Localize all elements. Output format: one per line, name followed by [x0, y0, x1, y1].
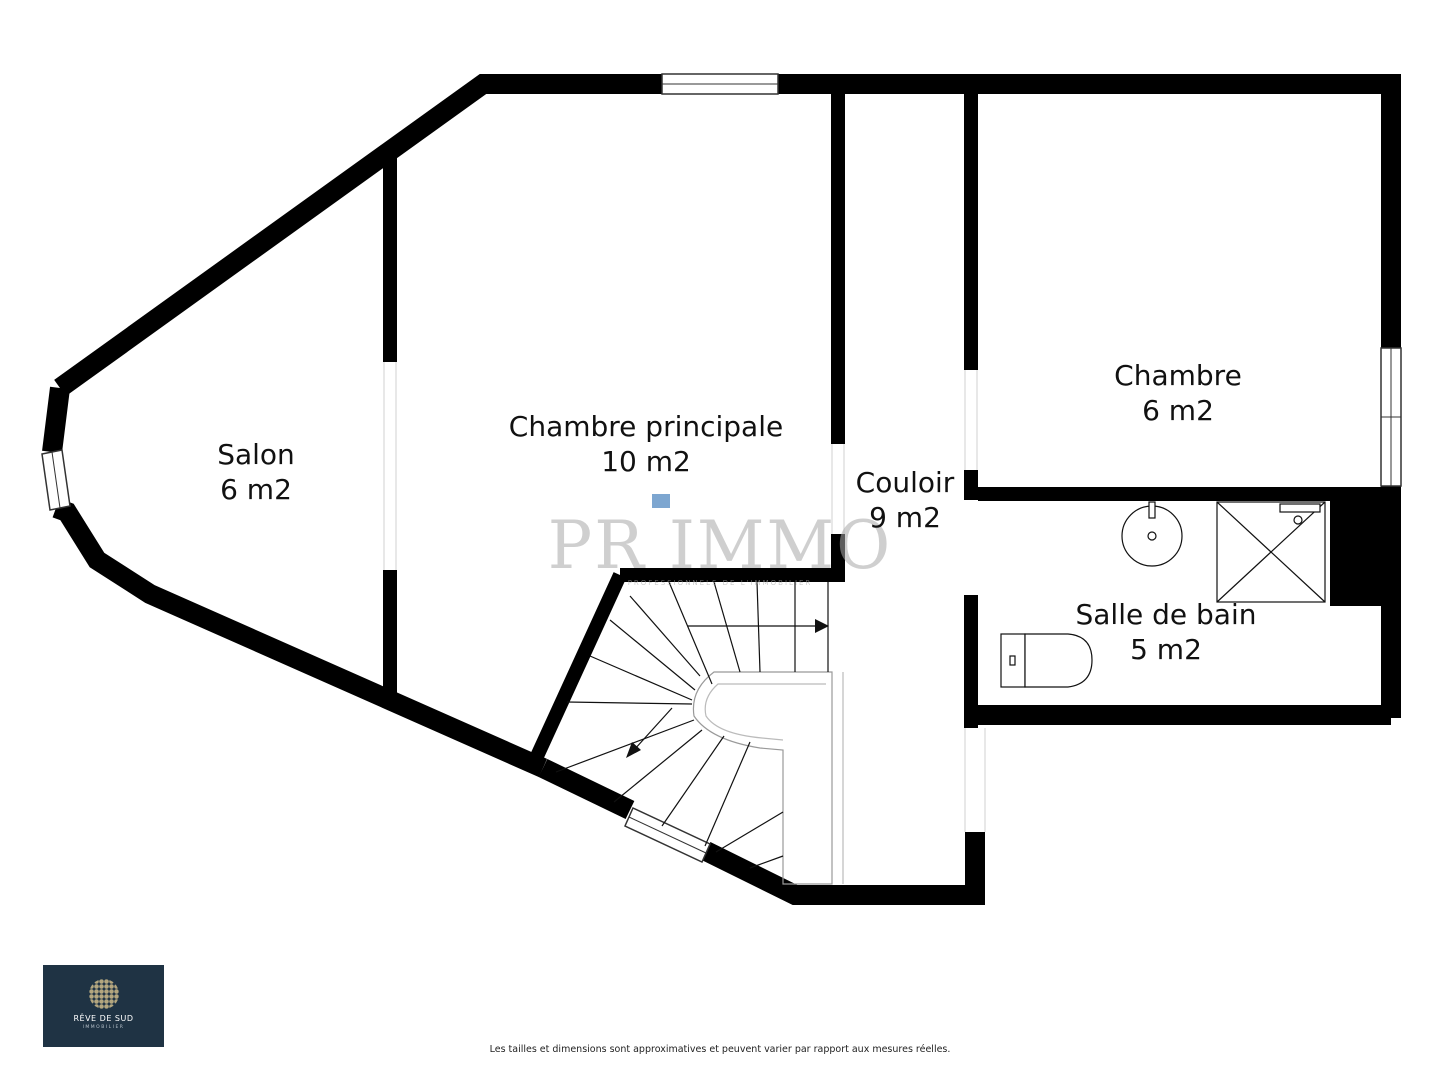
window-left [41, 449, 71, 511]
room-label-couloir: Couloir 9 m2 [856, 466, 955, 534]
room-area: 5 m2 [1130, 633, 1202, 666]
room-name: Chambre [1114, 359, 1242, 392]
agency-logo: RÊVE DE SUD IMMOBILIER [43, 965, 164, 1047]
toilet-bowl [1024, 633, 1093, 688]
watermark-tagline: PROFESSIONNELS DE L'IMMOBILIER [628, 579, 813, 587]
room-label-chambre-principale: Chambre principale 10 m2 [509, 410, 783, 478]
room-area: 10 m2 [601, 445, 691, 478]
room-label-salon: Salon 6 m2 [217, 438, 295, 506]
room-name: Salon [217, 438, 295, 471]
staircase [555, 581, 844, 885]
room-label-salle-de-bain: Salle de bain 5 m2 [1076, 598, 1257, 666]
room-area: 6 m2 [220, 473, 292, 506]
watermark: PR IMMO PROFESSIONNELS DE L'IMMOBILIER [548, 494, 892, 587]
interior-walls [383, 92, 1384, 768]
window-right [1380, 347, 1402, 487]
window-bottom [624, 806, 711, 864]
watermark-brand: PR IMMO [548, 507, 892, 584]
room-name: Chambre principale [509, 410, 783, 443]
disclaimer-text: Les tailles et dimensions sont approxima… [489, 1044, 951, 1055]
room-area: 6 m2 [1142, 394, 1214, 427]
dandelion-icon [89, 979, 119, 1009]
bathroom-fixtures [1000, 501, 1326, 688]
room-name: Salle de bain [1076, 598, 1257, 631]
room-label-chambre: Chambre 6 m2 [1114, 359, 1242, 427]
outer-walls [42, 74, 1401, 905]
watermark-accent-mark [652, 494, 670, 508]
duct-block [1330, 494, 1384, 606]
window-top [661, 73, 779, 95]
room-name: Couloir [856, 466, 955, 499]
door-openings [383, 362, 986, 832]
logo-subtitle: IMMOBILIER [82, 1025, 125, 1030]
logo-name: RÊVE DE SUD [73, 1014, 134, 1023]
room-area: 9 m2 [869, 501, 941, 534]
